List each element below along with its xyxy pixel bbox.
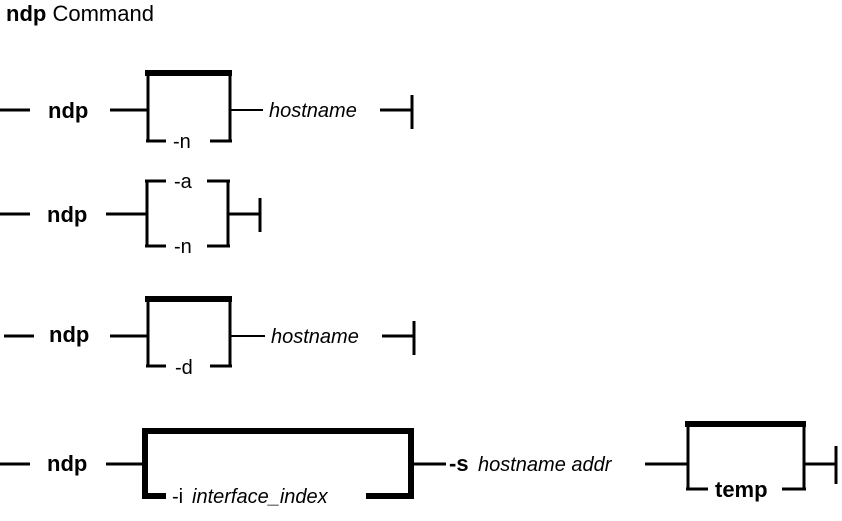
arg-hostname: hostname [269,100,357,122]
command-ndp: ndp [47,451,87,476]
option-temp: temp [715,477,768,502]
title-suffix: Command [52,1,154,26]
option-i: -i [172,486,183,508]
command-ndp: ndp [49,322,89,347]
optional-bracket [145,70,232,143]
option-s: -s [449,451,469,476]
command-ndp: ndp [47,202,87,227]
command-ndp: ndp [48,98,88,123]
syntax-diagram-2: ndp -a -n [0,171,262,258]
syntax-diagram-4: ndp -i interface_index -s hostname addr … [0,421,838,508]
args-hostname-addr: hostname addr [478,454,613,476]
diagram-title: ndp Command [6,1,154,27]
syntax-diagram-3: ndp -d hostname [4,296,416,379]
title-command: ndp [6,1,47,26]
option-n: -n [173,131,191,153]
optional-bracket [142,428,414,499]
option-a: -a [174,171,193,193]
optional-bracket-temp [685,421,806,491]
optional-bracket [145,296,232,368]
option-d: -d [175,357,193,379]
arg-interface-index: interface_index [192,486,329,508]
syntax-diagram-1: ndp -n hostname [0,70,414,153]
arg-hostname: hostname [271,326,359,348]
option-n: -n [174,236,192,258]
